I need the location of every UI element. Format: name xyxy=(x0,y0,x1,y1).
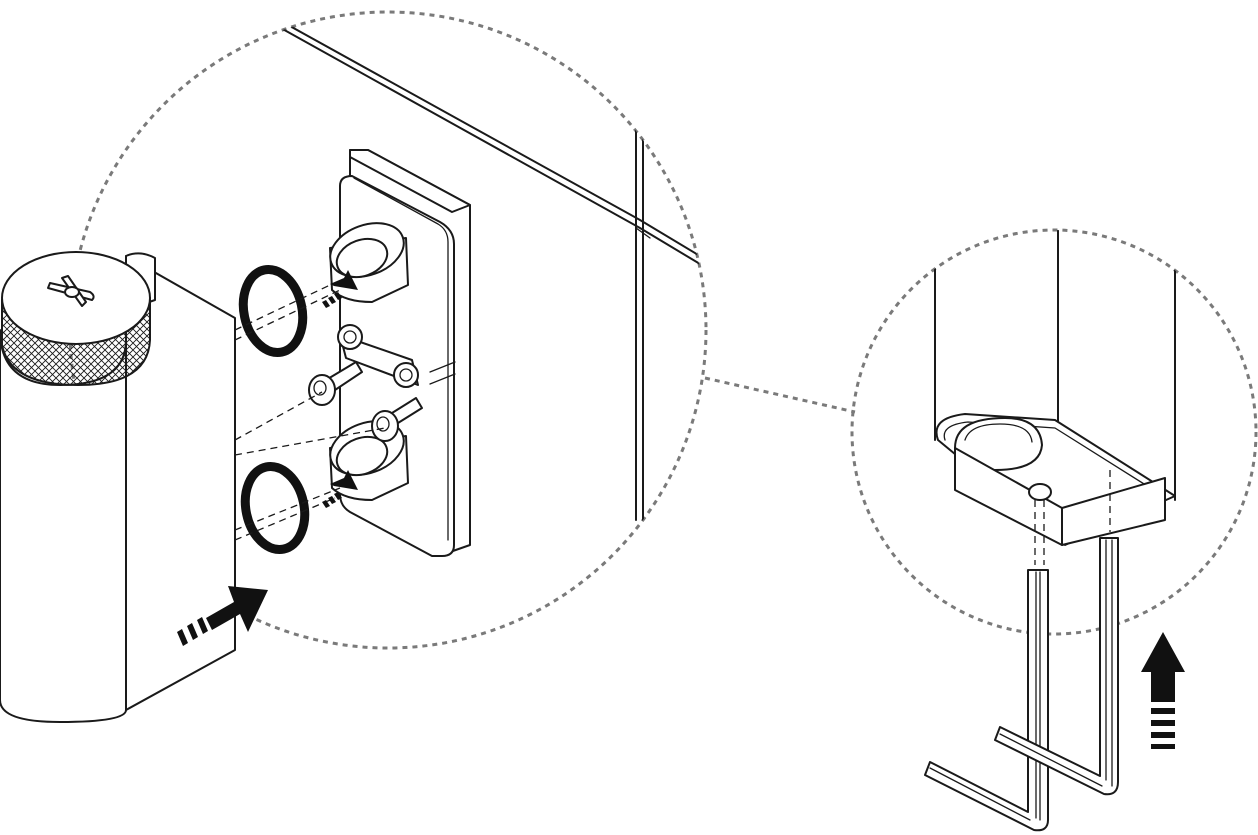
wall-tiles-left xyxy=(269,14,706,521)
arrow-icon xyxy=(177,586,268,646)
detail-link-line xyxy=(704,376,856,414)
o-ring-seal-lower xyxy=(240,461,310,555)
knurled-cap xyxy=(0,251,151,387)
alignment-guides xyxy=(234,284,386,541)
mounting-screw-left xyxy=(308,361,363,406)
clamp-plate xyxy=(337,324,419,388)
arrow-icon xyxy=(322,470,358,508)
arrow-up-icon xyxy=(1141,632,1185,749)
mounting-screw-right xyxy=(371,397,423,442)
o-ring-seal-upper xyxy=(238,264,308,358)
detail-circle-right xyxy=(850,228,1258,636)
mounting-slot xyxy=(935,413,1176,565)
bracket-nipple-lower xyxy=(329,420,409,501)
cross-handle-icon xyxy=(47,275,95,307)
arrow-icon xyxy=(322,270,358,308)
detail-circle-left xyxy=(68,10,708,650)
hex-key xyxy=(924,537,1119,832)
